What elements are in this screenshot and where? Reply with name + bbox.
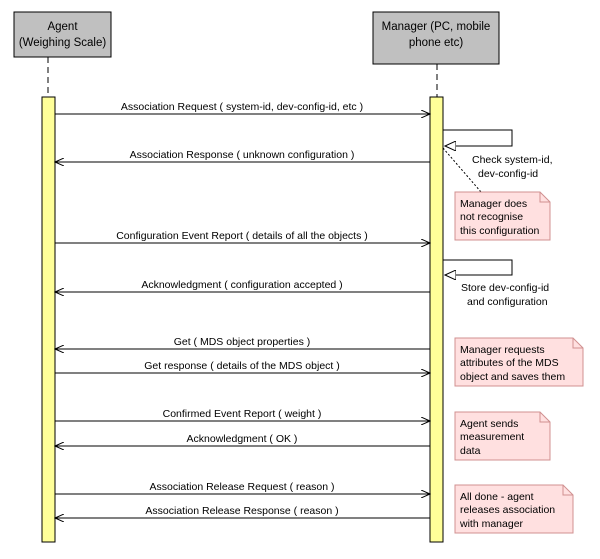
manager-actor-title: Manager (PC, mobile <box>382 21 491 33</box>
note-fold <box>539 412 550 423</box>
message-get-response: Get response ( details of the MDS object… <box>55 360 430 373</box>
note-box <box>454 337 584 387</box>
message-label: Acknowledgment ( configuration accepted … <box>141 279 342 291</box>
self-call-arrow <box>443 129 513 146</box>
note-line: measurement <box>460 431 524 443</box>
note-measurement-data: Agent sends measurement data <box>454 411 551 461</box>
note-line: object and saves them <box>460 371 565 383</box>
note-line: not recognise <box>460 211 523 223</box>
message-association-request: Association Request ( system-id, dev-con… <box>55 101 430 114</box>
note-line: All done - agent <box>460 491 534 503</box>
note-line: data <box>460 445 481 457</box>
note-line: attributes of the MDS <box>460 357 559 369</box>
message-label: Confirmed Event Report ( weight ) <box>163 408 322 420</box>
note-unknown-configuration: Manager does not recognise this configur… <box>442 147 551 241</box>
self-call-label: Store dev-config-id <box>461 282 549 294</box>
message-label: Association Release Response ( reason ) <box>145 505 338 517</box>
self-call-label: dev-config-id <box>478 168 538 180</box>
self-call-arrow <box>443 259 513 275</box>
self-call-store-config: Store dev-config-id and configuration <box>443 259 549 308</box>
message-label: Association Release Request ( reason ) <box>149 481 334 493</box>
self-call-label: and configuration <box>467 296 548 308</box>
message-association-release-response: Association Release Response ( reason ) <box>55 505 430 518</box>
agent-activation-bar <box>41 96 56 543</box>
self-call-check-config: Check system-id, dev-config-id <box>443 129 553 180</box>
message-get: Get ( MDS object properties ) <box>55 336 430 349</box>
note-box <box>454 191 551 241</box>
note-line: with manager <box>459 518 524 530</box>
self-call-label: Check system-id, <box>472 154 553 166</box>
manager-activation-bar <box>429 96 444 543</box>
agent-actor-box <box>13 11 112 58</box>
message-association-release-request: Association Release Request ( reason ) <box>55 481 430 494</box>
note-release-association: All done - agent releases association wi… <box>454 484 574 534</box>
message-label: Configuration Event Report ( details of … <box>116 230 368 242</box>
message-label: Acknowledgment ( OK ) <box>187 433 298 445</box>
message-confirmed-event-report: Confirmed Event Report ( weight ) <box>55 408 430 421</box>
agent-actor-subtitle: (Weighing Scale) <box>19 37 107 49</box>
note-fold <box>572 338 583 349</box>
note-line: Manager requests <box>460 344 545 356</box>
message-acknowledgment-configuration: Acknowledgment ( configuration accepted … <box>55 279 430 292</box>
note-line: Manager does <box>460 198 527 210</box>
note-box <box>454 411 551 461</box>
message-association-response: Association Response ( unknown configura… <box>55 149 430 162</box>
agent-actor-title: Agent <box>47 21 78 33</box>
note-connector <box>442 147 482 193</box>
manager-actor: Manager (PC, mobile phone etc) <box>372 11 500 65</box>
message-label: Association Response ( unknown configura… <box>130 149 355 161</box>
note-line: Agent sends <box>460 418 518 430</box>
note-box <box>454 484 574 534</box>
note-line: this configuration <box>460 225 540 237</box>
message-label: Get response ( details of the MDS object… <box>144 360 340 372</box>
message-configuration-event-report: Configuration Event Report ( details of … <box>55 230 430 243</box>
manager-actor-box <box>372 11 500 65</box>
note-fold <box>562 485 573 496</box>
agent-actor: Agent (Weighing Scale) <box>13 11 112 58</box>
note-line: releases association <box>460 504 555 516</box>
note-mds-attributes: Manager requests attributes of the MDS o… <box>454 337 584 387</box>
note-fold <box>539 192 550 203</box>
message-label: Get ( MDS object properties ) <box>174 336 311 348</box>
message-label: Association Request ( system-id, dev-con… <box>121 101 363 113</box>
message-acknowledgment-ok: Acknowledgment ( OK ) <box>55 433 430 446</box>
manager-actor-subtitle: phone etc) <box>409 37 464 49</box>
